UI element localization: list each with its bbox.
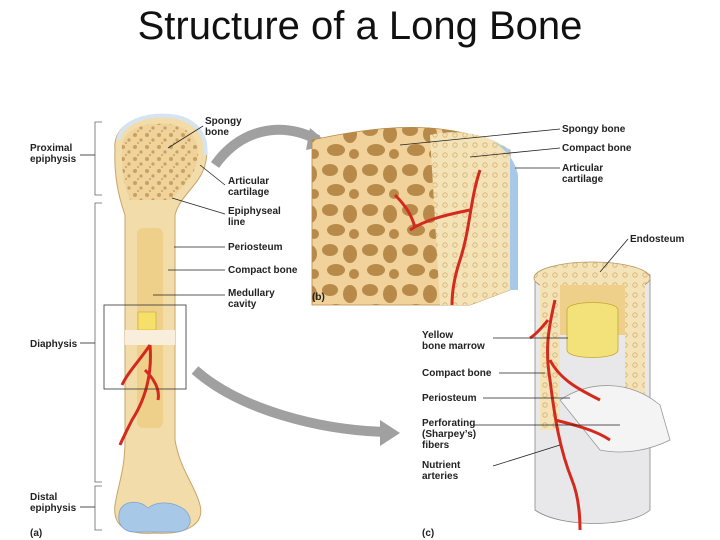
label-compact-a: Compact bone xyxy=(228,265,298,276)
proximal-bracket xyxy=(94,121,102,196)
yellow-marrow-c xyxy=(566,302,619,358)
diaphysis-bracket xyxy=(94,202,102,483)
page-title: Structure of a Long Bone xyxy=(137,4,583,48)
tag-c: (c) xyxy=(422,528,434,539)
artery-b xyxy=(393,169,482,306)
label-endosteum: Endosteum xyxy=(630,234,685,245)
nutrient-artery-a xyxy=(118,344,160,446)
articular-cartilage-b xyxy=(490,140,518,290)
proximal-spongy-bone xyxy=(121,123,199,200)
label-periosteum-c: Periosteum xyxy=(422,393,477,404)
distal-articular-cartilage xyxy=(118,501,191,533)
label-periosteum-a: Periosteum xyxy=(228,242,283,253)
label-diaphysis: Diaphysis xyxy=(30,339,78,350)
section-box xyxy=(103,304,187,390)
tag-b: (b) xyxy=(312,292,325,303)
periosteum-flap xyxy=(559,385,671,453)
tag-a: (a) xyxy=(30,528,42,539)
yellow-marrow-block xyxy=(137,311,157,331)
label-compact-c: Compact bone xyxy=(422,368,492,379)
arrow-to-b xyxy=(210,124,321,169)
label-perforating: Perforating(Sharpey’s)fibers xyxy=(422,418,476,451)
label-compact-b: Compact bone xyxy=(562,143,632,154)
proximal-articular-cartilage xyxy=(116,113,208,156)
label-spongy-b: Spongy bone xyxy=(562,124,626,135)
distal-bracket xyxy=(94,485,102,531)
arrow-to-c xyxy=(191,366,386,437)
